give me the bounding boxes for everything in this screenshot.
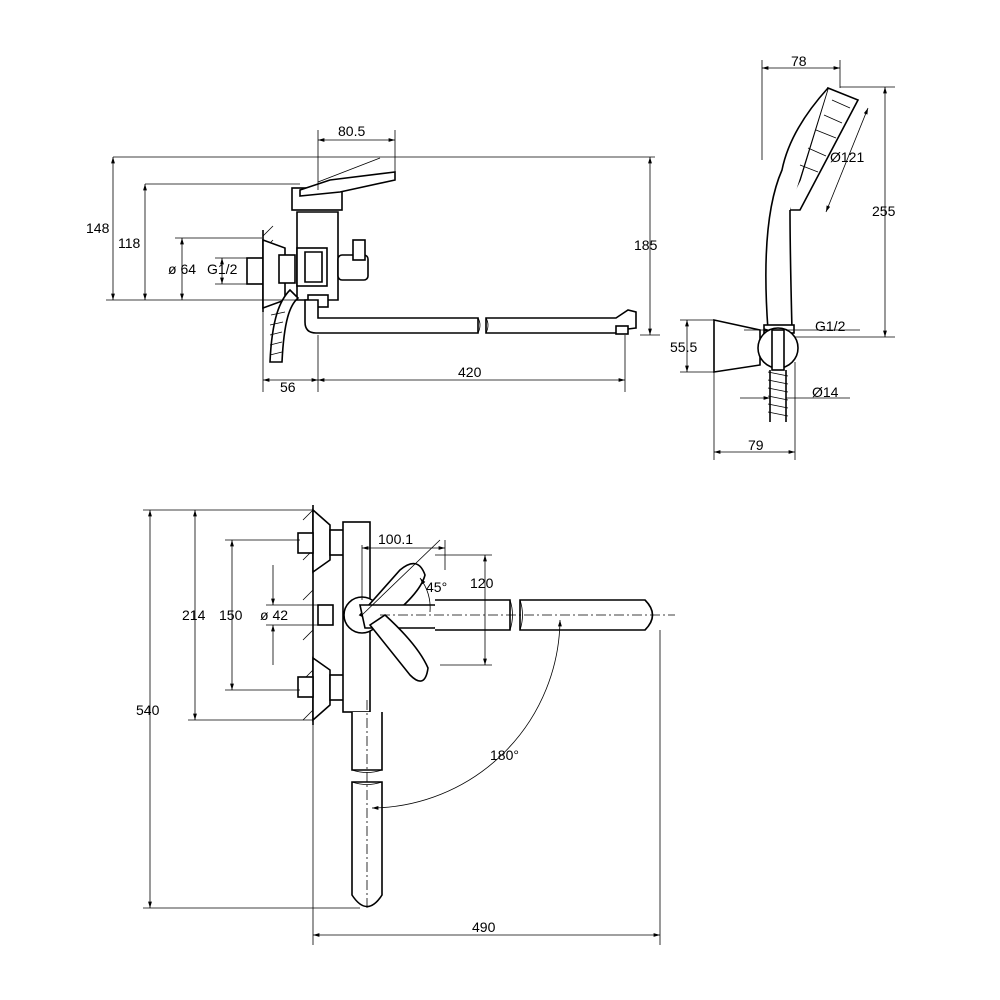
dim-thread: G1/2	[207, 261, 238, 277]
dim-45-deg: 45°	[426, 579, 447, 595]
dim-80-5: 80.5	[338, 123, 365, 139]
dim-180-deg: 180°	[490, 747, 519, 763]
dim-255: 255	[872, 203, 896, 219]
dim-150: 150	[219, 607, 243, 623]
dim-55-5: 55.5	[670, 339, 697, 355]
dim-420: 420	[458, 364, 482, 380]
dim-hose-14: Ø14	[812, 384, 839, 400]
dim-flange-64: ø 64	[168, 261, 196, 277]
dim-78: 78	[791, 53, 807, 69]
dim-148: 148	[86, 220, 110, 236]
spout	[304, 299, 479, 334]
dim-56: 56	[280, 379, 296, 395]
lever-handle	[299, 171, 396, 197]
dim-79: 79	[748, 437, 764, 453]
shower-holder	[713, 319, 761, 373]
dim-head-121: Ø121	[830, 149, 864, 165]
dim-214: 214	[182, 607, 206, 623]
shower-handle	[765, 87, 829, 331]
dim-540: 540	[136, 702, 160, 718]
dim-490: 490	[472, 919, 496, 935]
dim-shower-thread: G1/2	[815, 318, 846, 334]
dim-118: 118	[118, 235, 141, 251]
hose	[269, 288, 300, 363]
dim-185: 185	[634, 237, 658, 253]
dim-100-1: 100.1	[378, 531, 413, 547]
top-view: 100.1 45° 120 214 150 ø 42 540 180° 490	[136, 505, 675, 945]
front-view: 80.5 148 118 ø 64 G1/2 185 56 420	[86, 123, 660, 395]
dim-flange-42: ø 42	[260, 607, 288, 623]
dim-120: 120	[470, 575, 494, 591]
hand-shower-view: 78 Ø121 255 G1/2 55.5 Ø14 79	[670, 53, 896, 460]
